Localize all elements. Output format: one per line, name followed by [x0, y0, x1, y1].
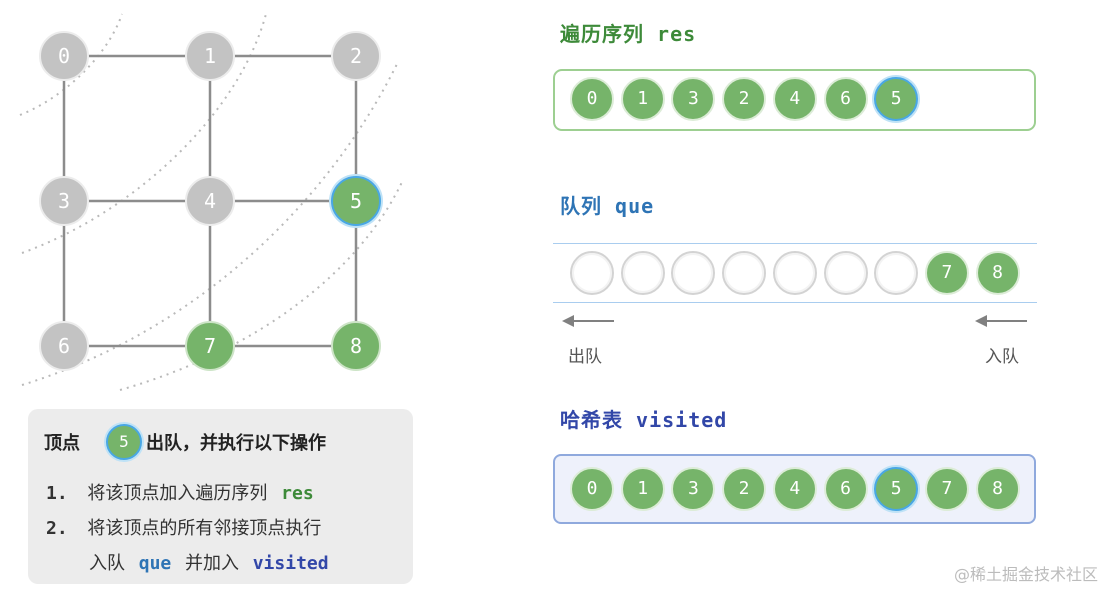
- enqueue-arrow-icon: [975, 315, 1027, 327]
- res-cell-4: 4: [772, 77, 817, 121]
- info-heading: 顶点 出队，并执行以下操作: [44, 429, 326, 455]
- res-container: [553, 69, 1036, 131]
- visited-cell-1: 1: [620, 467, 665, 511]
- queue-cell-empty-3: [722, 251, 767, 295]
- step-2-number: 2.: [46, 518, 68, 539]
- queue-bottom-line: [553, 302, 1037, 303]
- watermark: @稀土掘金技术社区: [953, 565, 1098, 584]
- visited-cell-2: 2: [722, 467, 767, 511]
- queue-cell-empty-2: [671, 251, 716, 295]
- visited-cell-7: 7: [924, 467, 969, 511]
- step-2-add-text: 并加入: [184, 553, 239, 574]
- queue-top-line: [553, 243, 1037, 244]
- step-1-code: res: [281, 483, 314, 504]
- info-current-node: 5: [106, 424, 142, 460]
- step-1-text: 将该顶点加入遍历序列: [87, 483, 268, 504]
- enqueue-label: 入队: [985, 347, 1019, 367]
- graph-node-6: 6: [39, 321, 89, 371]
- visited-cell-0: 0: [570, 467, 614, 511]
- graph-node-7: 7: [185, 321, 235, 371]
- queue-cell-7: 7: [924, 251, 969, 295]
- step-2: 2. 将该顶点的所有邻接顶点执行: [46, 514, 321, 540]
- step-1-number: 1.: [46, 483, 68, 504]
- graph-node-3: 3: [39, 176, 89, 226]
- info-head-suffix: 出队，并执行以下操作: [146, 433, 326, 454]
- visited-cell-6: 6: [823, 467, 868, 511]
- res-title: 遍历序列 res: [560, 22, 697, 46]
- queue-title: 队列 que: [560, 194, 655, 218]
- bfs-wave-lines: [19, 13, 403, 391]
- dequeue-label: 出队: [568, 347, 602, 367]
- graph-node-4: 4: [185, 176, 235, 226]
- queue-cell-empty-0: [570, 251, 614, 295]
- visited-cell-8: 8: [975, 467, 1020, 511]
- res-cell-0: 0: [570, 77, 614, 121]
- graph-node-0: 0: [39, 31, 89, 81]
- graph-node-1: 1: [185, 31, 235, 81]
- visited-cell-4: 4: [772, 467, 817, 511]
- step-2-visited-code: visited: [252, 553, 329, 574]
- graph-node-8: 8: [331, 321, 381, 371]
- queue-cell-empty-6: [874, 251, 919, 295]
- step-info-panel: 顶点 出队，并执行以下操作 5 1. 将该顶点加入遍历序列 res 2. 将该顶…: [28, 409, 413, 584]
- step-2-que-code: que: [138, 553, 172, 574]
- visited-title: 哈希表 visited: [560, 408, 728, 432]
- queue-cell-empty-1: [620, 251, 665, 295]
- queue-cell-empty-4: [772, 251, 817, 295]
- queue-cell-8: 8: [975, 251, 1020, 295]
- dequeue-arrow-icon: [562, 315, 614, 327]
- visited-cell-5: 5: [874, 467, 919, 511]
- visited-cell-3: 3: [671, 467, 716, 511]
- res-cell-6: 6: [823, 77, 868, 121]
- step-2-enqueue-text: 入队: [89, 553, 125, 574]
- step-1: 1. 将该顶点加入遍历序列 res: [46, 479, 314, 505]
- info-head-prefix: 顶点: [44, 433, 80, 454]
- graph-node-2: 2: [331, 31, 381, 81]
- res-cell-5: 5: [874, 77, 919, 121]
- res-cell-1: 1: [620, 77, 665, 121]
- res-cell-3: 3: [671, 77, 716, 121]
- queue-cell-empty-5: [823, 251, 868, 295]
- step-2-text: 将该顶点的所有邻接顶点执行: [87, 518, 322, 539]
- step-2-continued: 入队 que 并加入 visited: [89, 549, 329, 575]
- graph-node-5: 5: [331, 176, 381, 226]
- res-cell-2: 2: [722, 77, 767, 121]
